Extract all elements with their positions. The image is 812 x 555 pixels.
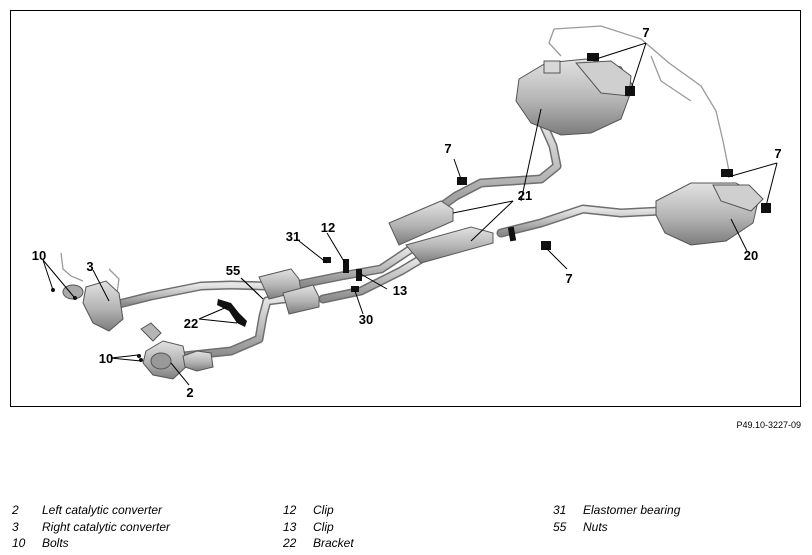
callout-30: 30 [359, 312, 373, 327]
legend-item: 12 Clip [283, 503, 354, 520]
exhaust-pipes [114, 114, 666, 361]
legend-label: Elastomer bearing [583, 503, 681, 517]
legend-label: Nuts [583, 519, 608, 534]
legend-item: 22 Bracket [283, 536, 354, 553]
leader-lines [42, 42, 778, 386]
legend-column-1: 2 Left catalytic converter 3 Right catalyt… [12, 503, 170, 553]
legend-item: 10 Bolts [12, 536, 170, 553]
callout-7-middle: 7 [444, 141, 451, 156]
legend-number: 3 [12, 519, 19, 534]
legend-item: 31 Elastomer bearing [553, 503, 680, 520]
legend-number: 31 [553, 503, 567, 517]
legend-number: 13 [283, 519, 297, 534]
legend-item: 3 Right catalytic converter [12, 520, 170, 537]
callout-7-lower: 7 [565, 271, 572, 286]
legend-number: 2 [12, 503, 19, 517]
legend-label: Bolts [42, 536, 69, 550]
callouts: 7 7 7 7 21 20 31 12 13 30 55 22 10 3 10 … [32, 25, 782, 400]
legend-item: 55 Nuts [553, 520, 680, 537]
callout-7-right: 7 [774, 146, 781, 161]
callout-13: 13 [393, 283, 407, 298]
callout-31: 31 [286, 229, 300, 244]
callout-2: 2 [186, 385, 193, 400]
legend-label: Clip [313, 519, 334, 534]
callout-10-lower: 10 [99, 351, 113, 366]
callout-21: 21 [518, 188, 532, 203]
legend-number: 22 [283, 536, 297, 550]
sensor-wires [60, 25, 730, 294]
legend-item: 2 Left catalytic converter [12, 503, 170, 520]
legend-number: 55 [553, 519, 567, 534]
callout-3: 3 [86, 259, 93, 274]
legend-label: Left catalytic converter [42, 503, 163, 517]
legend-label: Clip [313, 503, 334, 517]
callout-20: 20 [744, 248, 758, 263]
callout-22: 22 [184, 316, 198, 331]
legend-label: Bracket [313, 536, 354, 550]
legend-number: 10 [12, 536, 26, 550]
callout-55: 55 [226, 263, 240, 278]
legend-number: 12 [283, 503, 297, 517]
rear-mufflers [515, 58, 764, 246]
legend-label: Right catalytic converter [42, 519, 171, 534]
legend-item: 13 Clip [283, 520, 354, 537]
figure-reference: P49.10-3227-09 [736, 420, 801, 430]
diagram-frame: 7 7 7 7 21 20 31 12 13 30 55 22 10 3 10 … [10, 10, 801, 407]
callout-7-top: 7 [642, 25, 649, 40]
resonators [258, 200, 494, 315]
callout-12: 12 [321, 220, 335, 235]
legend-column-3: 31 Elastomer bearing 55 Nuts [553, 503, 680, 536]
callout-10-upper: 10 [32, 248, 46, 263]
exhaust-system-diagram: 7 7 7 7 21 20 31 12 13 30 55 22 10 3 10 … [32, 25, 782, 400]
